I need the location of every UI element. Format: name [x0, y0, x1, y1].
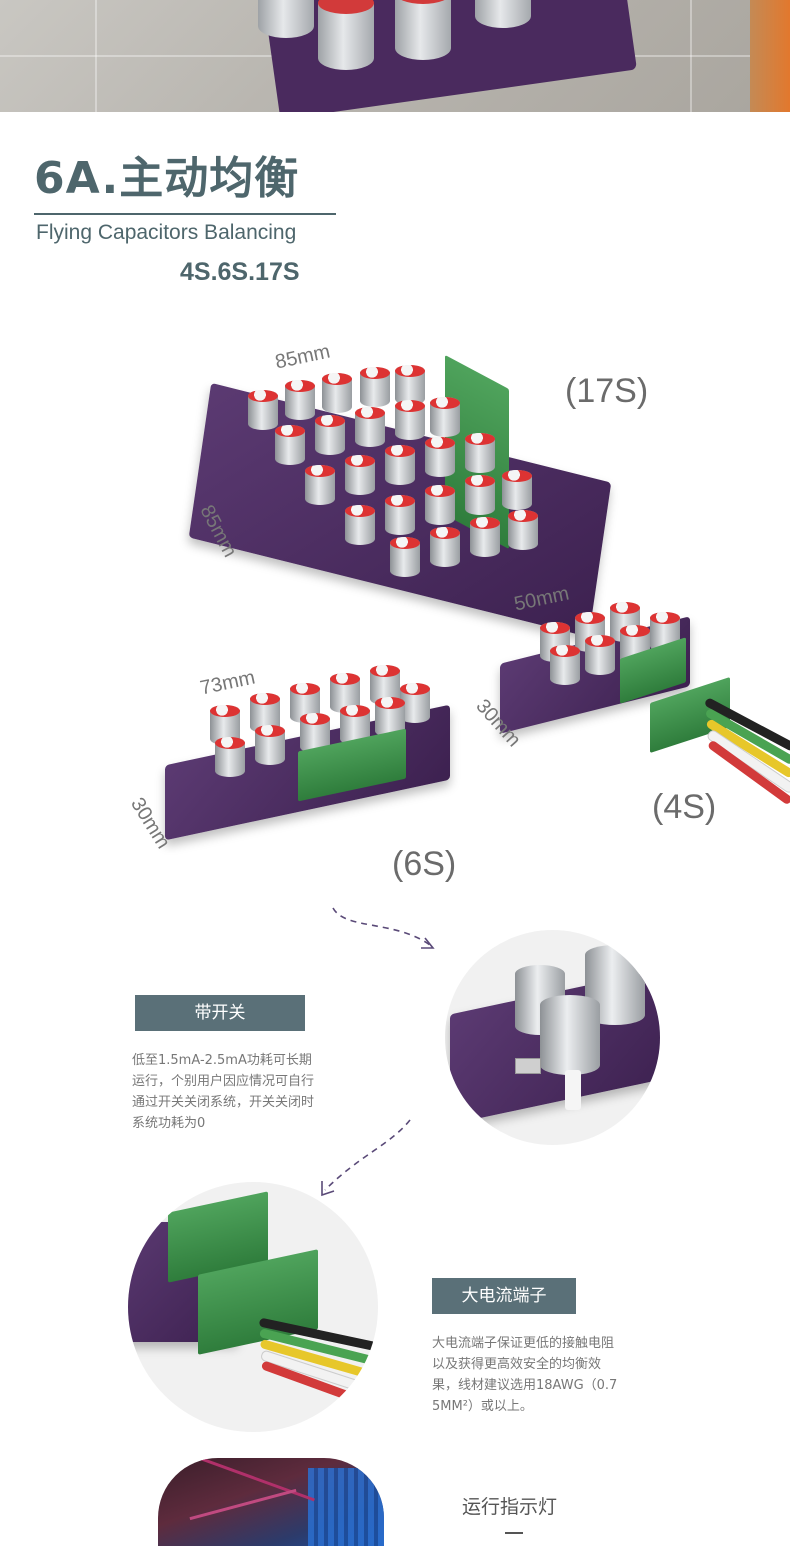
model-label-4s: (4S)	[652, 788, 717, 826]
desc-line: 运行，个别用户因应情况可自行	[132, 1074, 315, 1089]
capacitor-array-6s	[210, 665, 450, 795]
terminal-closeup	[128, 1182, 378, 1432]
desc-line: 果，线材建议选用18AWG（0.7	[432, 1378, 618, 1393]
variant-list: 4S.6S.17S	[180, 258, 300, 286]
model-label-6s: (6S)	[392, 845, 457, 883]
feature-desc-terminal: 大电流端子保证更低的接触电阻 以及获得更高效安全的均衡效 果，线材建议选用18A…	[432, 1333, 682, 1417]
switch-closeup	[445, 930, 660, 1145]
dashed-arrow-to-terminal	[321, 1119, 411, 1197]
toggle-switch	[515, 1058, 541, 1074]
feature-title-indicator: 运行指示灯	[462, 1496, 558, 1518]
indicator-photo	[158, 1458, 384, 1546]
dashed-arrow-to-switch	[332, 907, 435, 949]
title-underline	[505, 1532, 523, 1534]
desc-line: 通过开关关闭系统，开关关闭时	[132, 1095, 315, 1110]
capacitor-array-17s	[240, 365, 540, 585]
page-subtitle: Flying Capacitors Balancing	[36, 221, 297, 244]
title-divider	[34, 213, 336, 215]
desc-line: 5MM²）或以上。	[432, 1399, 533, 1414]
feature-desc-switch: 低至1.5mA-2.5mA功耗可长期 运行，个别用户因应情况可自行 通过开关关闭…	[132, 1050, 372, 1134]
feature-tag-switch: 带开关	[135, 995, 305, 1031]
desc-line: 低至1.5mA-2.5mA功耗可长期	[132, 1053, 312, 1068]
model-label-17s: (17S)	[565, 372, 649, 410]
desc-line: 以及获得更高效安全的均衡效	[432, 1357, 602, 1372]
desc-line: 大电流端子保证更低的接触电阻	[432, 1336, 615, 1351]
feature-tag-terminal: 大电流端子	[432, 1278, 576, 1314]
top-product-photo	[0, 0, 790, 112]
page-title: 6A.主动均衡	[34, 153, 300, 204]
capacitor-array-4s	[540, 600, 700, 690]
desc-line: 系统功耗为0	[132, 1116, 206, 1131]
